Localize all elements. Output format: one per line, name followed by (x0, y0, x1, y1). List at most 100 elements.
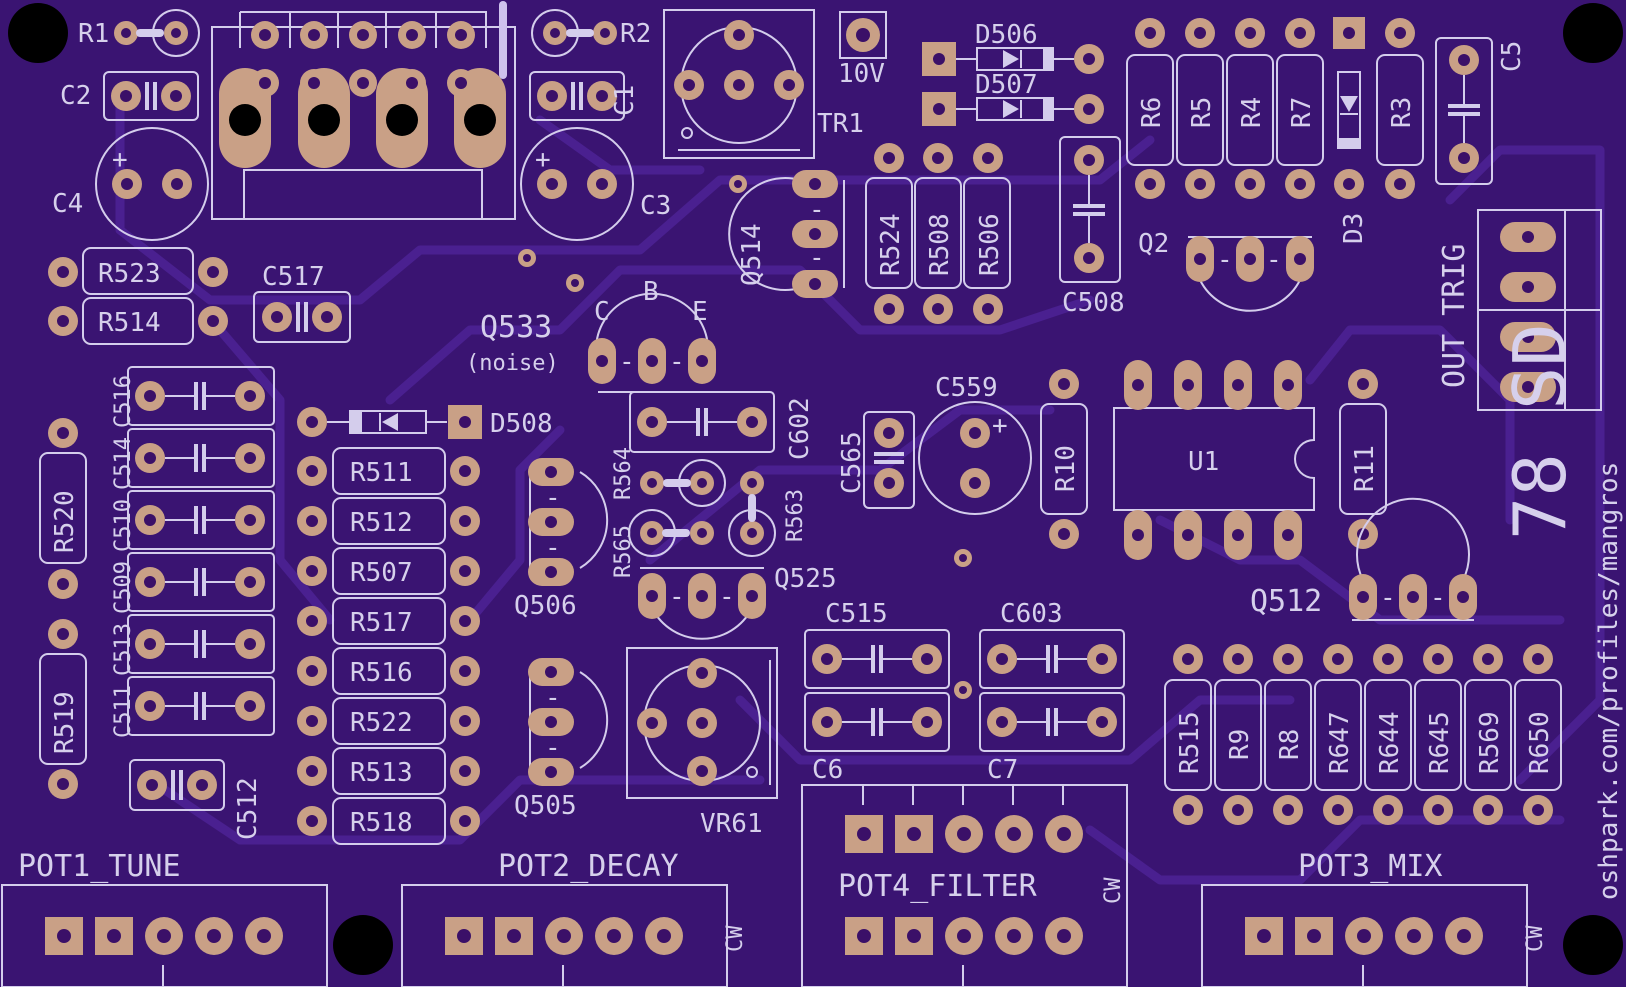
label-r8: R8 (1275, 729, 1305, 760)
component-q514: - - Q514 (728, 170, 845, 298)
component-r524-r508-r506: R524 R508 R506 (865, 143, 1011, 324)
vias (518, 175, 972, 699)
label-r514: R514 (98, 308, 161, 338)
label-c512: C512 (233, 777, 263, 840)
label-r1: R1 (78, 19, 109, 49)
label-q533: Q533 (480, 310, 552, 345)
label-r9: R9 (1225, 729, 1255, 760)
pot3-cw: CW (1523, 925, 1548, 952)
pot4-cw: CW (1101, 877, 1126, 904)
label-q514: Q514 (737, 223, 767, 286)
label-d507: D507 (975, 70, 1038, 100)
label-r569: R569 (1475, 711, 1505, 774)
label-c511: C511 (111, 685, 136, 738)
component-c517: C517 (253, 262, 351, 343)
label-10v: 10V (838, 59, 885, 89)
label-r11: R11 (1350, 445, 1380, 492)
q514-minus: - (809, 195, 825, 225)
q2-minus: - (1217, 245, 1233, 275)
q512-minus: - (1380, 583, 1396, 613)
label-q525: Q525 (774, 564, 837, 594)
component-c515-c603-c6-c7: C515 C603 C6 C7 (804, 599, 1125, 785)
component-q505: - - Q505 (514, 658, 609, 821)
q525-minus: - (669, 582, 685, 612)
label-r645: R645 (1425, 711, 1455, 774)
label-r6: R6 (1137, 97, 1167, 128)
label-c3: C3 (640, 191, 671, 221)
label-r511: R511 (350, 458, 413, 488)
label-r507: R507 (350, 558, 413, 588)
label-out-trig: OUT TRIG (1437, 244, 1472, 389)
component-10v-pad: 10V (838, 11, 887, 89)
label-c4: C4 (52, 189, 83, 219)
label-r519: R519 (50, 691, 80, 754)
label-c513: C513 (111, 623, 136, 676)
label-q506: Q506 (514, 591, 577, 621)
label-r508: R508 (925, 213, 955, 276)
label-r647: R647 (1325, 711, 1355, 774)
component-r520: R520 (39, 418, 87, 599)
label-r3: R3 (1387, 97, 1417, 128)
label-c510: C510 (111, 499, 136, 552)
component-vr61: VR61 (626, 647, 778, 839)
mounting-holes (8, 3, 1623, 975)
component-c512: C512 (129, 759, 263, 840)
label-c559: C559 (935, 373, 998, 403)
label-r513: R513 (350, 758, 413, 788)
label-r563: R563 (783, 489, 808, 542)
component-c602: C602 (629, 391, 815, 460)
component-r1: R1 (78, 9, 200, 57)
component-cap-stack: C516 C514 C510 C509 C513 C511 (111, 366, 275, 738)
c4-plus: + (112, 145, 128, 175)
q533-pin-b: B (643, 277, 659, 307)
c559-plus: + (992, 411, 1008, 441)
label-c602: C602 (785, 397, 815, 460)
label-q505: Q505 (514, 791, 577, 821)
component-d508: D508 (297, 405, 553, 439)
label-r10: R10 (1051, 445, 1081, 492)
component-q525: - - Q525 (638, 564, 837, 640)
label-c508: C508 (1062, 288, 1125, 318)
label-r524: R524 (876, 213, 906, 276)
label-d506: D506 (975, 20, 1038, 50)
component-q2: - - Q2 (1138, 229, 1314, 312)
label-r516: R516 (350, 658, 413, 688)
component-u1: U1 (1113, 360, 1315, 560)
component-d3: D3 (1333, 17, 1369, 244)
component-d507: D507 (922, 70, 1104, 126)
label-c7: C7 (987, 755, 1018, 785)
q506-minus-2: - (545, 533, 561, 563)
label-r515: R515 (1175, 711, 1205, 774)
label-u1: U1 (1188, 447, 1219, 477)
label-r512: R512 (350, 508, 413, 538)
q533-minus: - (619, 347, 635, 377)
component-c1: C1 (529, 71, 640, 121)
component-q506: - - Q506 (514, 458, 609, 621)
component-r6-r5-r4-r7: R6 R5 R4 R7 (1126, 18, 1324, 199)
label-c5: C5 (1497, 41, 1527, 72)
component-r564-r565-r563: R564 R565 R563 (611, 447, 808, 578)
label-pot1: POT1_TUNE (18, 849, 181, 884)
label-r506: R506 (975, 213, 1005, 276)
component-r3: R3 (1376, 18, 1424, 199)
label-noise: (noise) (466, 351, 559, 376)
label-r4: R4 (1237, 97, 1267, 128)
label-c516: C516 (111, 375, 136, 428)
label-version: 78 SD (1498, 323, 1582, 540)
label-r523: R523 (98, 259, 161, 289)
component-c508: C508 (1059, 136, 1125, 318)
c3-plus: + (535, 145, 551, 175)
component-pot2-decay: POT2_DECAY CW (401, 849, 748, 987)
label-r565: R565 (611, 525, 636, 578)
component-resistor-bank-bottom: R515 R9 R8 R647 R644 R645 R569 R650 (1164, 644, 1562, 825)
label-c565: C565 (837, 431, 867, 494)
component-r523: R523 (48, 247, 228, 295)
label-r522: R522 (350, 708, 413, 738)
label-c6: C6 (812, 755, 843, 785)
label-url: oshpark.com/profiles/mangros (1594, 462, 1624, 900)
component-c2: C2 (60, 71, 199, 121)
component-r10: R10 (1040, 369, 1088, 549)
label-pot2: POT2_DECAY (498, 849, 679, 884)
component-d506: D506 (922, 20, 1104, 76)
label-r650: R650 (1525, 711, 1555, 774)
